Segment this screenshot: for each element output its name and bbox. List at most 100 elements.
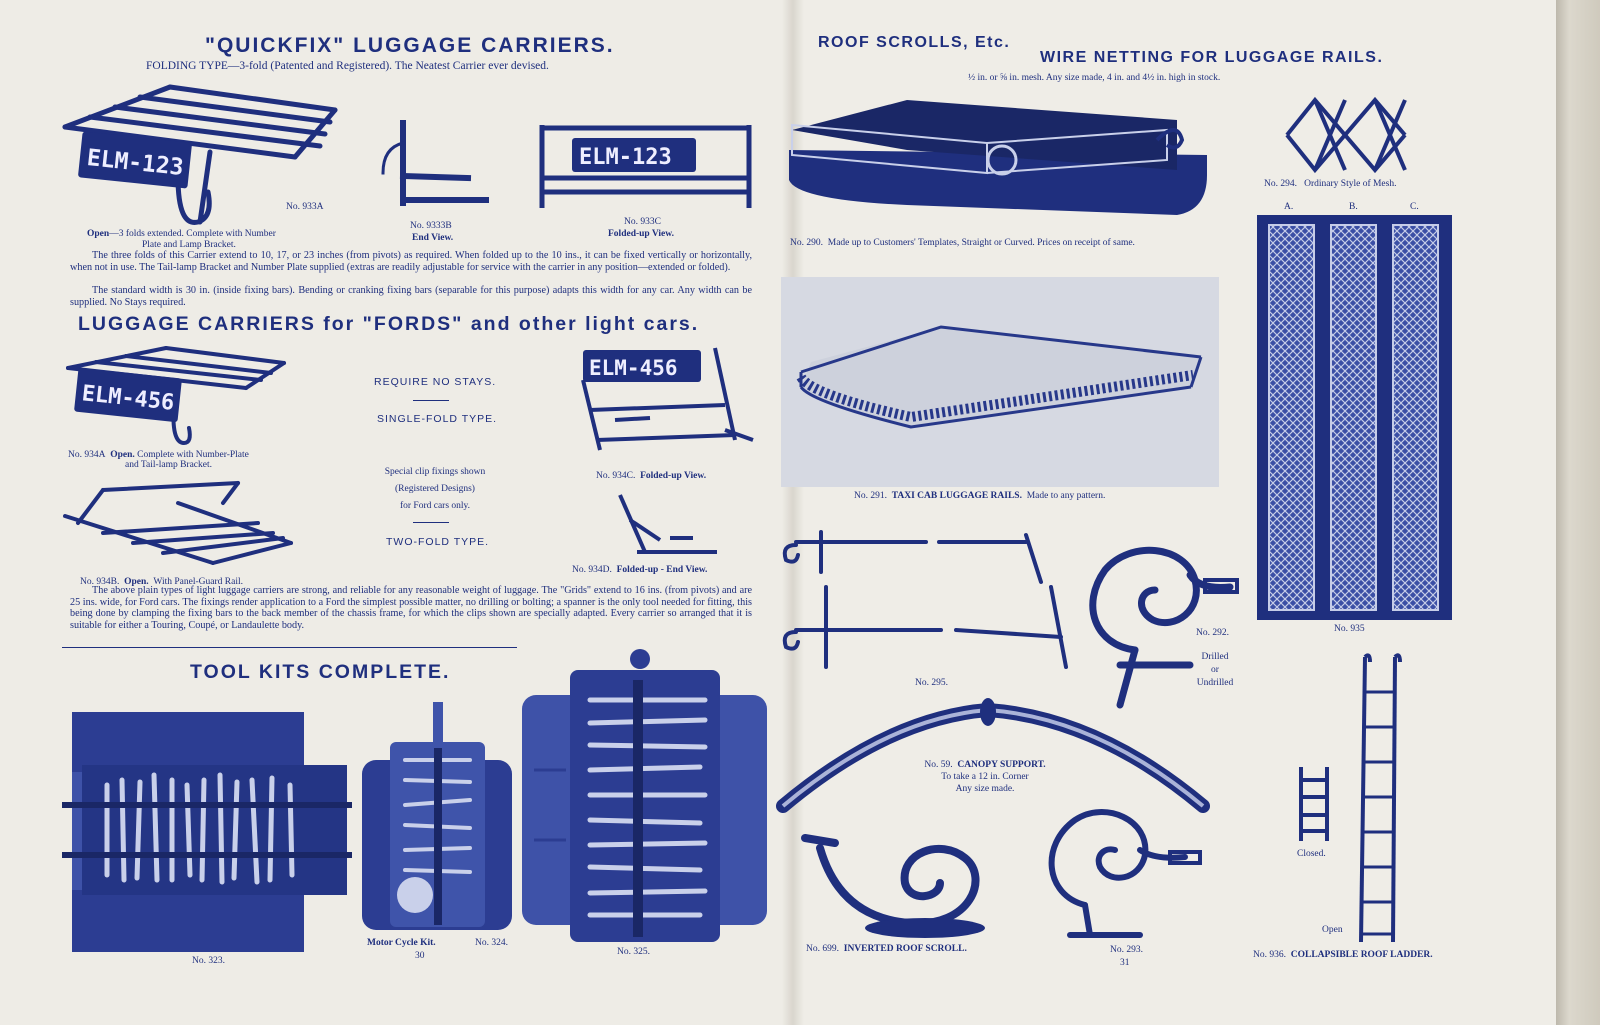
caption-699: No. 699. INVERTED ROOF SCROLL. xyxy=(806,943,967,955)
no-324: No. 324. xyxy=(475,938,508,948)
book-gutter xyxy=(782,0,804,1025)
mesh-subtitle: ½ in. or ⅝ in. mesh. Any size made, 4 in… xyxy=(968,73,1221,83)
caption-934d: No. 934D. Folded-up - End View. xyxy=(572,564,707,576)
quickfix-title: "QUICKFIX" LUGGAGE CARRIERS. xyxy=(205,34,615,57)
ladder-open-label: Open xyxy=(1322,925,1343,935)
caption-292-line1: Drilled xyxy=(1201,652,1229,662)
caption-934a-bold: Open. xyxy=(110,450,135,460)
caption-9333b: End View. xyxy=(412,233,454,243)
caption-936: No. 936. COLLAPSIBLE ROOF LADDER. xyxy=(1253,949,1433,961)
caption-933c: Folded-up View. xyxy=(608,229,674,239)
no-294: No. 294. xyxy=(1264,179,1297,189)
no-323: No. 323. xyxy=(192,956,225,966)
carrier-933a-illustration: ELM-123 xyxy=(62,84,338,225)
no-936: No. 936. xyxy=(1253,950,1286,960)
caption-291-text: Made to any pattern. xyxy=(1026,491,1106,501)
caption-59: No. 59. CANOPY SUPPORT. xyxy=(905,759,1065,771)
special-clip-line3: for Ford cars only. xyxy=(399,501,471,511)
taxi-cab-luggage-rail-photo xyxy=(781,277,1219,487)
caption-933a-bold: Open xyxy=(87,229,110,239)
carrier-934b-illustration xyxy=(63,481,293,565)
carrier-934c-folded-view: ELM-456 xyxy=(581,347,754,451)
caption-290: No. 290. Made up to Customers' Templates… xyxy=(790,237,1135,249)
right-page-number: 31 xyxy=(1120,958,1130,968)
tool-kit-324-illustration xyxy=(362,702,512,930)
left-page-number: 30 xyxy=(415,951,425,961)
luggage-rail-290-illustration xyxy=(789,100,1207,215)
mesh-label-a: A. xyxy=(1284,202,1294,212)
caption-291-bold: TAXI CAB LUGGAGE RAILS. xyxy=(891,491,1022,501)
caption-934b: No. 934B. Open. With Panel-Guard Rail. xyxy=(80,576,243,588)
no-933a: No. 933A xyxy=(286,202,324,212)
quickfix-paragraph-2: The standard width is 30 in. (inside fix… xyxy=(70,285,752,308)
caption-292-line3: Undrilled xyxy=(1196,678,1234,688)
no-292: No. 292. xyxy=(1196,628,1229,638)
plate-933c: ELM-123 xyxy=(579,145,672,170)
caption-934b-text: With Panel-Guard Rail. xyxy=(153,577,243,587)
caption-934a-line2: and Tail-lamp Bracket. xyxy=(125,460,213,470)
roof-scroll-292 xyxy=(1089,546,1239,709)
roof-brackets-295 xyxy=(782,530,1068,669)
no-59: No. 59. xyxy=(924,760,953,770)
caption-59-line3: Any size made. xyxy=(955,784,1015,794)
carrier-934a-illustration: ELM-456 xyxy=(66,346,286,446)
no-935: No. 935 xyxy=(1334,624,1365,634)
roof-scrolls-title: ROOF SCROLLS, Etc. xyxy=(818,34,1011,51)
fords-paragraph: The above plain types of light luggage c… xyxy=(70,585,752,631)
caption-933a-text: —3 folds extended. Complete with Number xyxy=(109,229,276,239)
no-295: No. 295. xyxy=(915,678,948,688)
no-934b: No. 934B. xyxy=(80,577,120,587)
inverted-roof-scroll-699 xyxy=(801,834,985,938)
ladder-closed xyxy=(1299,767,1329,841)
caption-294-text: Ordinary Style of Mesh. xyxy=(1304,179,1397,189)
two-fold-type: TWO-FOLD TYPE. xyxy=(386,536,490,548)
no-290: No. 290. xyxy=(790,238,823,248)
no-934d: No. 934D. xyxy=(572,565,612,575)
caption-934c-bold: Folded-up View. xyxy=(640,471,707,481)
caption-933a-line2: Plate and Lamp Bracket. xyxy=(142,240,236,250)
no-9333b: No. 9333B xyxy=(410,221,452,231)
no-291: No. 291. xyxy=(854,491,887,501)
carrier-9333b-end-view xyxy=(381,120,489,206)
caption-motor-cycle-kit: Motor Cycle Kit. xyxy=(367,938,436,948)
caption-291: No. 291. TAXI CAB LUGGAGE RAILS. Made to… xyxy=(854,490,1105,502)
carrier-933c-folded-view: ELM-123 xyxy=(539,125,752,208)
caption-294: No. 294. Ordinary Style of Mesh. xyxy=(1264,178,1396,190)
caption-59-line2: To take a 12 in. Corner xyxy=(941,772,1029,782)
caption-292-line2: or xyxy=(1211,665,1219,675)
mesh-label-b: B. xyxy=(1349,202,1358,212)
tool-kits-title: TOOL KITS COMPLETE. xyxy=(190,661,451,683)
ladder-open xyxy=(1359,653,1402,943)
wire-netting-title: WIRE NETTING FOR LUGGAGE RAILS. xyxy=(1040,49,1384,66)
ladder-closed-label: Closed. xyxy=(1297,849,1326,859)
caption-934b-bold: Open. xyxy=(124,577,149,587)
no-325: No. 325. xyxy=(617,947,650,957)
special-clip-line2: (Registered Designs) xyxy=(395,484,475,494)
quickfix-paragraph-1: The three folds of this Carrier extend t… xyxy=(70,250,752,273)
mesh-935-panels xyxy=(1257,215,1452,620)
carrier-934d-end-view xyxy=(618,494,717,554)
caption-934a: No. 934A Open. Complete with Number-Plat… xyxy=(68,449,249,461)
tool-kit-323-illustration xyxy=(62,712,352,952)
require-no-stays: REQUIRE NO STAYS. xyxy=(374,376,497,388)
no-293: No. 293. xyxy=(1110,945,1143,955)
no-933c: No. 933C xyxy=(624,217,661,227)
caption-699-bold: INVERTED ROOF SCROLL. xyxy=(843,944,967,954)
caption-290-text: Made up to Customers' Templates, Straigh… xyxy=(827,238,1135,248)
tool-kit-325-illustration xyxy=(522,649,767,942)
caption-933a: Open—3 folds extended. Complete with Num… xyxy=(87,228,276,240)
roof-scroll-293 xyxy=(1048,809,1202,938)
page-stack-edge xyxy=(1556,0,1600,1025)
mesh-label-c: C. xyxy=(1410,202,1419,212)
no-934a: No. 934A xyxy=(68,450,106,460)
canopy-support-59 xyxy=(776,698,1210,813)
caption-59-bold: CANOPY SUPPORT. xyxy=(957,760,1046,770)
quickfix-subtitle: FOLDING TYPE—3-fold (Patented and Regist… xyxy=(146,60,549,72)
special-clip-line1: Special clip fixings shown xyxy=(384,467,486,477)
fords-title: LUGGAGE CARRIERS for "FORDS" and other l… xyxy=(78,313,700,335)
plate-934c: ELM-456 xyxy=(589,356,678,380)
no-699: No. 699. xyxy=(806,944,839,954)
no-934c: No. 934C. xyxy=(596,471,636,481)
caption-934d-bold: Folded-up - End View. xyxy=(616,565,708,575)
mesh-294-illustration xyxy=(1285,96,1407,174)
